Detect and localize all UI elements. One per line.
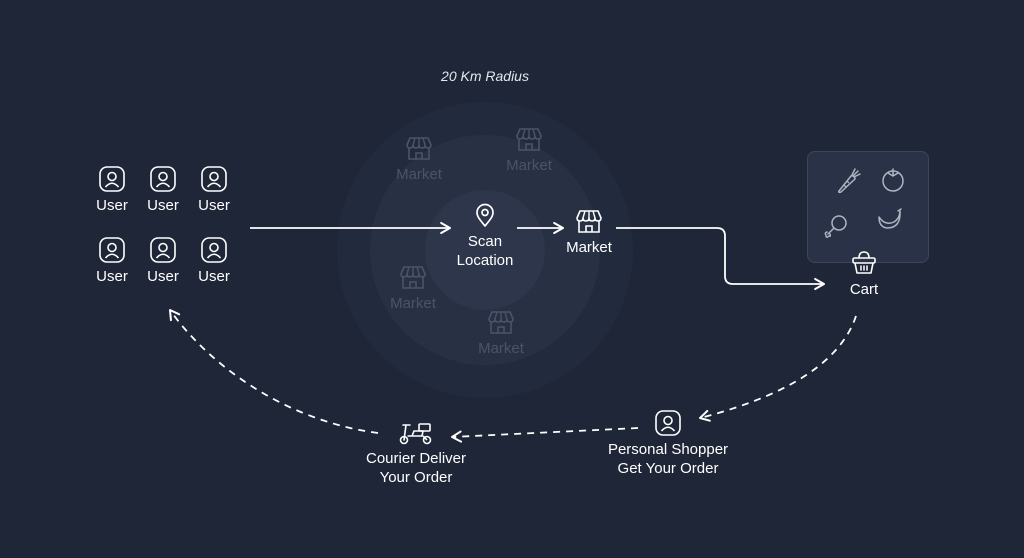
tomato-icon [882,168,904,192]
courier-node: Courier Deliver Your Order [351,417,481,487]
arrow-courier-to-users [168,308,379,434]
user-node: User [143,235,183,286]
nearby-market-label: Market [390,295,436,312]
nearby-market-node: Market [499,124,559,175]
user-node: User [194,235,234,286]
arrow-market-to-cart [616,227,826,291]
user-icon [97,164,127,194]
arrow-cart-to-shopper [698,315,857,422]
user-icon [199,164,229,194]
produce-box [807,151,929,263]
cart-node: Cart [839,248,889,299]
user-icon [148,235,178,265]
carrot-icon [838,168,861,194]
courier-label-line2: Your Order [379,469,453,486]
user-node: User [194,164,234,215]
nearby-market-label: Market [396,166,442,183]
user-label: User [198,197,230,214]
user-icon [199,235,229,265]
market-label: Market [566,239,612,256]
radius-ring-inner [425,190,545,310]
basket-icon [849,248,879,278]
user-label: User [147,268,179,285]
scan-label-line1: Scan [467,233,503,250]
scan-location-node: Scan Location [445,200,525,270]
user-icon [653,408,683,438]
nearby-market-node: Market [389,133,449,184]
user-icon [148,164,178,194]
market-node: Market [559,206,619,257]
nearby-market-label: Market [506,157,552,174]
courier-label-line1: Courier Deliver [365,450,467,467]
user-node: User [92,235,132,286]
shopper-label-line1: Personal Shopper [607,441,729,458]
arrow-shopper-to-courier [450,427,639,443]
shopper-label-line2: Get Your Order [617,460,719,477]
market-icon [486,307,516,337]
market-icon [404,133,434,163]
nearby-market-node: Market [471,307,531,358]
user-label: User [96,268,128,285]
user-label: User [147,197,179,214]
cart-label: Cart [849,281,879,298]
user-label: User [96,197,128,214]
nearby-market-label: Market [478,340,524,357]
banana-icon [878,208,902,229]
user-node: User [92,164,132,215]
scan-label-line2: Location [456,252,514,269]
chicken-leg-icon [824,215,847,239]
personal-shopper-node: Personal Shopper Get Your Order [598,408,738,478]
market-icon [514,124,544,154]
scooter-icon [396,417,436,447]
user-icon [97,235,127,265]
market-icon [398,262,428,292]
radius-label: 20 Km Radius [441,68,529,84]
user-label: User [198,268,230,285]
nearby-market-node: Market [383,262,443,313]
market-icon [574,206,604,236]
user-node: User [143,164,183,215]
location-pin-icon [470,200,500,230]
